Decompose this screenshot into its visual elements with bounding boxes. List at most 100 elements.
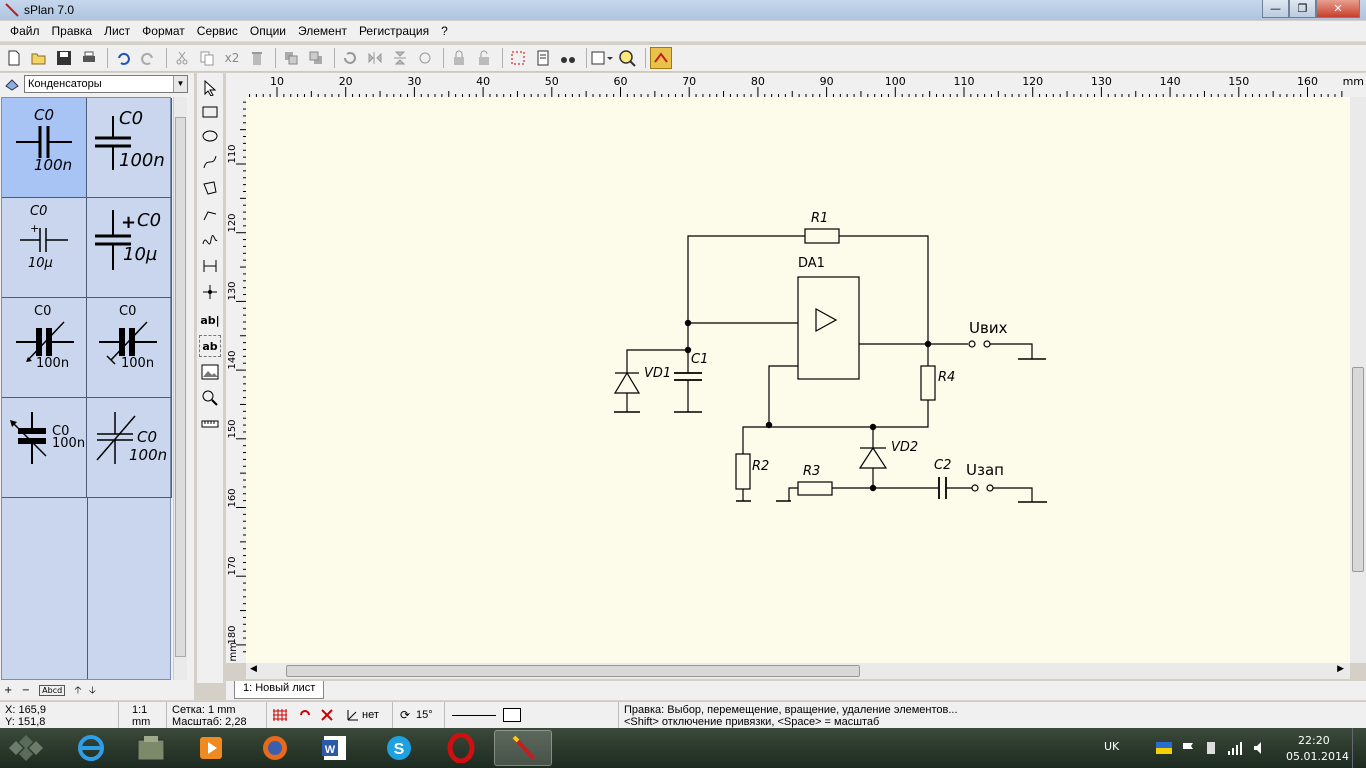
move-down-icon[interactable]: 🡣 <box>88 685 96 696</box>
redo-button[interactable] <box>137 47 159 69</box>
wire-r1-left <box>687 235 805 323</box>
send-back-icon[interactable] <box>305 47 327 69</box>
cut-icon[interactable] <box>171 47 193 69</box>
multiply-button[interactable]: x2 <box>221 47 243 69</box>
drawing-canvas[interactable]: R1 DA1 C1 VD1 R4 Uвих VD2 R2 R3 C2 Uзап <box>246 97 1350 663</box>
top-ruler-tick-label: 60 <box>613 75 628 88</box>
bezier-tool-icon[interactable] <box>199 151 221 173</box>
menu-element[interactable]: Элемент <box>298 24 347 38</box>
library-scrollbar[interactable] <box>173 97 187 680</box>
parts-list-icon[interactable] <box>532 47 554 69</box>
snap-mode[interactable]: нет <box>362 709 379 721</box>
library-item-capacitor-4[interactable]: + C0 10µ <box>87 198 172 298</box>
textbox-tool-button[interactable]: ab <box>199 335 221 357</box>
new-file-button[interactable] <box>3 47 25 69</box>
close-button[interactable]: ✕ <box>1316 0 1360 18</box>
curve-tool-icon[interactable] <box>199 229 221 251</box>
chevron-down-icon[interactable]: ▼ <box>173 76 187 92</box>
mirror-v-icon[interactable] <box>389 47 411 69</box>
delete-icon[interactable] <box>246 47 268 69</box>
diode-vd1 <box>613 371 641 394</box>
zoom-tool-icon[interactable] <box>199 387 221 409</box>
measure-tool-icon[interactable] <box>199 413 221 435</box>
library-item-trimmer-1[interactable]: C0 100n <box>2 298 87 398</box>
rename-icon[interactable]: Abcd <box>39 685 66 696</box>
search-binoculars-icon[interactable] <box>557 47 579 69</box>
angle-icon <box>347 710 358 721</box>
start-button[interactable] <box>6 730 46 766</box>
print-button[interactable] <box>78 47 100 69</box>
taskbar-word-icon[interactable]: W <box>306 730 364 766</box>
language-indicator[interactable]: UK <box>1104 740 1120 753</box>
menu-options[interactable]: Опции <box>249 24 286 38</box>
taskbar-firefox-icon[interactable] <box>246 730 304 766</box>
canvas-vertical-scrollbar[interactable] <box>1350 97 1366 663</box>
grid-dropdown-button[interactable] <box>591 47 613 69</box>
taskbar-opera-icon[interactable] <box>432 730 490 766</box>
keyboard-layout-flag-icon[interactable] <box>1156 740 1172 756</box>
clock-time[interactable]: 22:20 <box>1298 734 1330 747</box>
minimize-button[interactable]: — <box>1262 0 1289 18</box>
magnet-icon[interactable] <box>320 708 336 722</box>
library-item-capacitor-2[interactable]: C0 100n <box>87 98 172 198</box>
volume-icon[interactable] <box>1252 740 1268 756</box>
menu-registration[interactable]: Регистрация <box>358 24 430 38</box>
line-style-preview[interactable] <box>452 715 496 716</box>
save-button[interactable] <box>53 47 75 69</box>
menu-help[interactable]: ? <box>441 24 448 38</box>
maximize-button[interactable]: ❐ <box>1289 0 1316 18</box>
ellipse-tool-icon[interactable] <box>199 125 221 147</box>
library-item-variable-cap-1[interactable]: C0 100n <box>2 398 87 498</box>
undo-button[interactable] <box>112 47 134 69</box>
snap-toggle-icon[interactable] <box>298 708 314 722</box>
clock-date[interactable]: 05.01.2014 <box>1286 750 1349 763</box>
add-icon[interactable]: + <box>4 685 13 696</box>
dimension-tool-icon[interactable] <box>199 255 221 277</box>
top-ruler-tick-label: 100 <box>884 75 906 88</box>
library-item-trimmer-2[interactable]: C0 100n <box>87 298 172 398</box>
grid-toggle-icon[interactable] <box>272 708 288 722</box>
polygon-tool-icon[interactable] <box>199 177 221 199</box>
lock-icon[interactable] <box>448 47 470 69</box>
remove-icon[interactable]: − <box>21 685 30 696</box>
menu-format[interactable]: Формат <box>142 24 185 38</box>
group-icon[interactable] <box>414 47 436 69</box>
network-signal-icon[interactable] <box>1227 740 1243 756</box>
menu-service[interactable]: Сервис <box>196 24 238 38</box>
text-tool-button[interactable]: ab| <box>199 309 221 331</box>
component-editor-icon[interactable] <box>650 47 672 69</box>
image-tool-icon[interactable] <box>199 361 221 383</box>
tab-sheet-1[interactable]: 1: Новый лист <box>234 681 325 699</box>
library-item-capacitor-1[interactable]: C0 100n <box>2 98 87 198</box>
show-desktop-button[interactable] <box>1352 728 1366 768</box>
library-select[interactable]: Конденсаторы ▼ <box>24 75 188 93</box>
taskbar-splan-icon[interactable] <box>494 730 552 766</box>
net-select-icon[interactable] <box>507 47 529 69</box>
taskbar-skype-icon[interactable]: S <box>370 730 428 766</box>
menu-sheet[interactable]: Лист <box>104 24 131 38</box>
menu-file[interactable]: Файл <box>10 24 40 38</box>
bring-front-icon[interactable] <box>280 47 302 69</box>
unlock-icon[interactable] <box>473 47 495 69</box>
mirror-h-icon[interactable] <box>364 47 386 69</box>
device-icon[interactable] <box>1204 740 1218 756</box>
zoom-fit-icon[interactable] <box>616 47 638 69</box>
library-item-variable-cap-2[interactable]: C0 100n <box>87 398 172 498</box>
line-tool-icon[interactable] <box>199 203 221 225</box>
taskbar-media-player-icon[interactable] <box>182 730 240 766</box>
copy-icon[interactable] <box>196 47 218 69</box>
select-arrow-icon[interactable] <box>199 77 221 99</box>
open-file-button[interactable] <box>28 47 50 69</box>
menu-edit[interactable]: Правка <box>51 24 93 38</box>
rotate-icon[interactable] <box>339 47 361 69</box>
fill-style-preview[interactable] <box>503 708 521 722</box>
canvas-horizontal-scrollbar[interactable]: ◀ ▶ <box>246 663 1350 679</box>
rotation-angle[interactable]: 15° <box>416 709 433 721</box>
taskbar-ie-icon[interactable] <box>62 730 120 766</box>
library-item-capacitor-3[interactable]: + C0 10µ <box>2 198 87 298</box>
rectangle-tool-icon[interactable] <box>199 101 221 123</box>
junction-tool-icon[interactable] <box>199 281 221 303</box>
taskbar-explorer-icon[interactable] <box>122 730 180 766</box>
action-center-flag-icon[interactable] <box>1181 740 1195 756</box>
move-up-icon[interactable]: 🡡 <box>74 685 82 696</box>
